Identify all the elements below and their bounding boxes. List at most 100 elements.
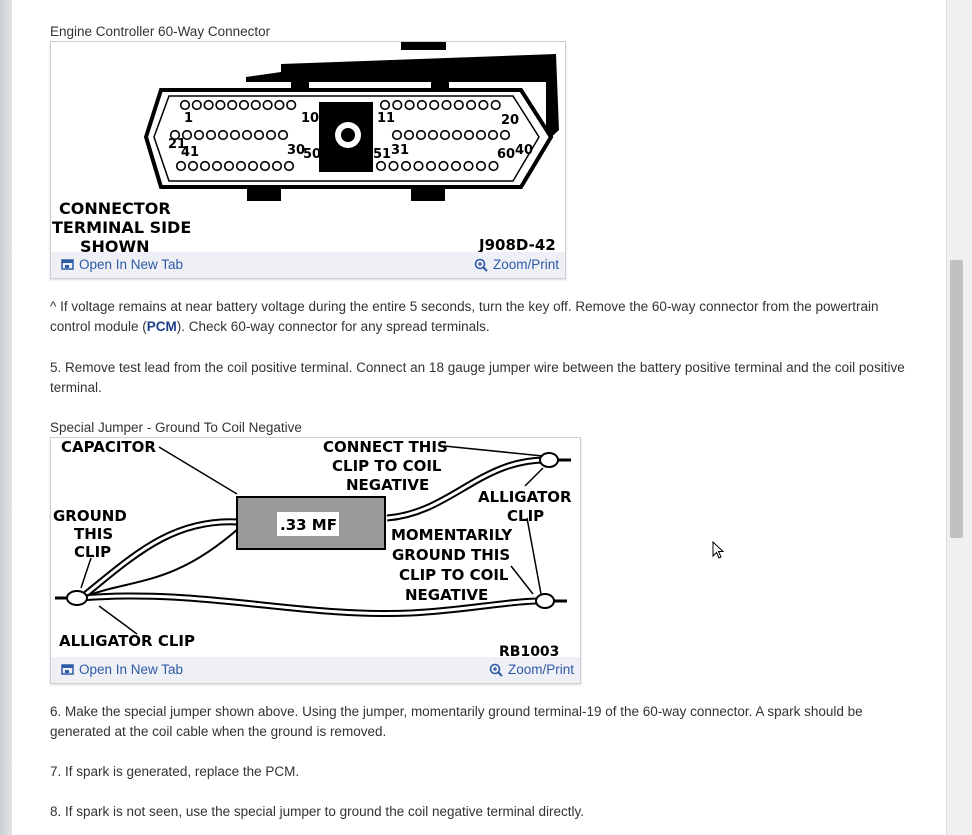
pin-label-51: 51: [373, 147, 391, 162]
connector-pin: [425, 160, 437, 172]
paragraph-text: ). Check 60-way connector for any spread…: [176, 319, 490, 334]
connector-pin: [262, 99, 273, 111]
connector-pin: [250, 99, 261, 111]
label-alligator-right-1: ALLIGATOR: [478, 488, 572, 506]
connector-pin: [490, 99, 501, 111]
connector-pin: [487, 129, 499, 141]
connector-pin: [238, 99, 250, 111]
connector-pin: [181, 129, 193, 141]
pin-label-30: 30: [287, 143, 305, 158]
connector-pin: [193, 129, 205, 141]
figure-code: RB1003: [499, 644, 559, 657]
connector-latch: [401, 42, 446, 50]
mouse-pointer-icon: [712, 541, 725, 559]
label-ground-2: THIS: [74, 525, 113, 543]
connector-pin: [247, 160, 259, 172]
connector-pin: [415, 129, 427, 141]
connector-pin: [488, 160, 499, 172]
connector-pin: [286, 99, 297, 111]
connector-diagram: 1 10 11 20 21 30 31 40 41 50 51 60 CONNE…: [52, 42, 559, 252]
connector-pin: [475, 129, 487, 141]
connector-pin: [441, 99, 452, 111]
connector-pin: [199, 160, 211, 172]
connector-pin: [375, 160, 387, 172]
connector-pin: [379, 99, 391, 111]
connector-pin: [175, 160, 187, 172]
connector-pin: [466, 99, 477, 111]
connector-pin: [259, 160, 271, 172]
connector-pin: [253, 129, 265, 141]
connector-pin: [217, 129, 229, 141]
pin-label-11: 11: [377, 111, 395, 126]
label-momentary-1: MOMENTARILY: [391, 526, 513, 544]
connector-pin: [392, 99, 403, 111]
open-in-new-tab-link[interactable]: Open In New Tab: [61, 257, 183, 272]
pin-label-21: 21: [168, 137, 186, 152]
label-ground-3: CLIP: [74, 543, 111, 561]
pin-label-1: 1: [184, 111, 193, 126]
pin-label-50: 50: [303, 147, 321, 162]
connector-pin: [227, 99, 238, 111]
zoom-icon: [489, 663, 503, 677]
connector-pin: [404, 99, 415, 111]
pcm-link[interactable]: PCM: [146, 319, 177, 334]
pin-label-60: 60: [497, 147, 515, 162]
paragraph-step-6: 6. Make the special jumper shown above. …: [50, 704, 863, 739]
paragraph-step-8: 8. If spark is not seen, use the special…: [50, 804, 585, 819]
label-capacitor: CAPACITOR: [61, 438, 156, 456]
paragraph-text: ^ If voltage remains at near battery vol…: [50, 299, 879, 334]
figure-connector: 1 10 11 20 21 30 31 40 41 50 51 60 CONNE…: [50, 41, 566, 279]
connector-housing-top: [246, 54, 559, 142]
label-connect-3: NEGATIVE: [346, 476, 429, 494]
side-label-line3: SHOWN: [80, 237, 150, 252]
vertical-scrollbar[interactable]: [946, 0, 972, 835]
label-alligator-left: ALLIGATOR CLIP: [59, 632, 195, 650]
capacitor-value: .33 MF: [280, 516, 337, 534]
connector-pin: [265, 129, 277, 141]
connector-pin: [211, 160, 223, 172]
zoom-print-link[interactable]: Zoom/Print: [489, 662, 574, 677]
scrollbar-thumb[interactable]: [950, 260, 963, 538]
pin-label-20: 20: [501, 113, 519, 128]
new-tab-icon: [61, 259, 74, 270]
new-tab-icon: [61, 664, 74, 675]
label-alligator-right-2: CLIP: [507, 507, 544, 525]
zoom-print-label: Zoom/Print: [507, 662, 574, 677]
connector-pin: [205, 129, 217, 141]
connector-pin: [191, 99, 202, 111]
label-connect-2: CLIP TO COIL: [332, 457, 442, 475]
connector-pin: [203, 99, 214, 111]
connector-pin: [215, 99, 226, 111]
side-label-line1: CONNECTOR: [59, 199, 171, 218]
figure-caption: Special Jumper - Ground To Coil Negative: [50, 420, 302, 435]
pin-label-31: 31: [391, 143, 409, 158]
jumper-diagram: .33 MF CAPACITOR CONNECT THIS CLIP TO CO…: [53, 438, 572, 657]
connector-pin: [438, 160, 449, 172]
connector-pin: [453, 99, 464, 111]
figure-toolbar: Open In New Tab Zoom/Print: [51, 657, 580, 683]
connector-pin: [223, 160, 235, 172]
pin-label-40: 40: [515, 143, 533, 158]
connector-pin: [241, 129, 253, 141]
connector-pin: [274, 99, 285, 111]
figure-jumper: .33 MF CAPACITOR CONNECT THIS CLIP TO CO…: [50, 437, 581, 684]
connector-pin: [388, 160, 399, 172]
open-in-new-tab-label: Open In New Tab: [79, 662, 184, 677]
open-in-new-tab-link[interactable]: Open In New Tab: [61, 662, 183, 677]
paragraph-step-5: 5. Remove test lead from the coil positi…: [50, 360, 905, 395]
connector-pin: [391, 129, 403, 141]
connector-pin: [229, 129, 241, 141]
pin-label-41: 41: [181, 145, 199, 160]
connector-pin: [499, 129, 511, 141]
connector-pin: [235, 160, 247, 172]
zoom-print-link[interactable]: Zoom/Print: [474, 257, 559, 272]
paragraph-step-7: 7. If spark is generated, replace the PC…: [50, 764, 300, 779]
connector-pin: [403, 129, 415, 141]
label-momentary-2: GROUND THIS: [392, 546, 510, 564]
pin-label-10: 10: [301, 111, 319, 126]
label-momentary-4: NEGATIVE: [405, 586, 488, 604]
connector-pin: [187, 160, 199, 172]
connector-pin: [463, 129, 475, 141]
zoom-icon: [474, 258, 488, 272]
figure-caption: Engine Controller 60-Way Connector: [50, 24, 271, 39]
